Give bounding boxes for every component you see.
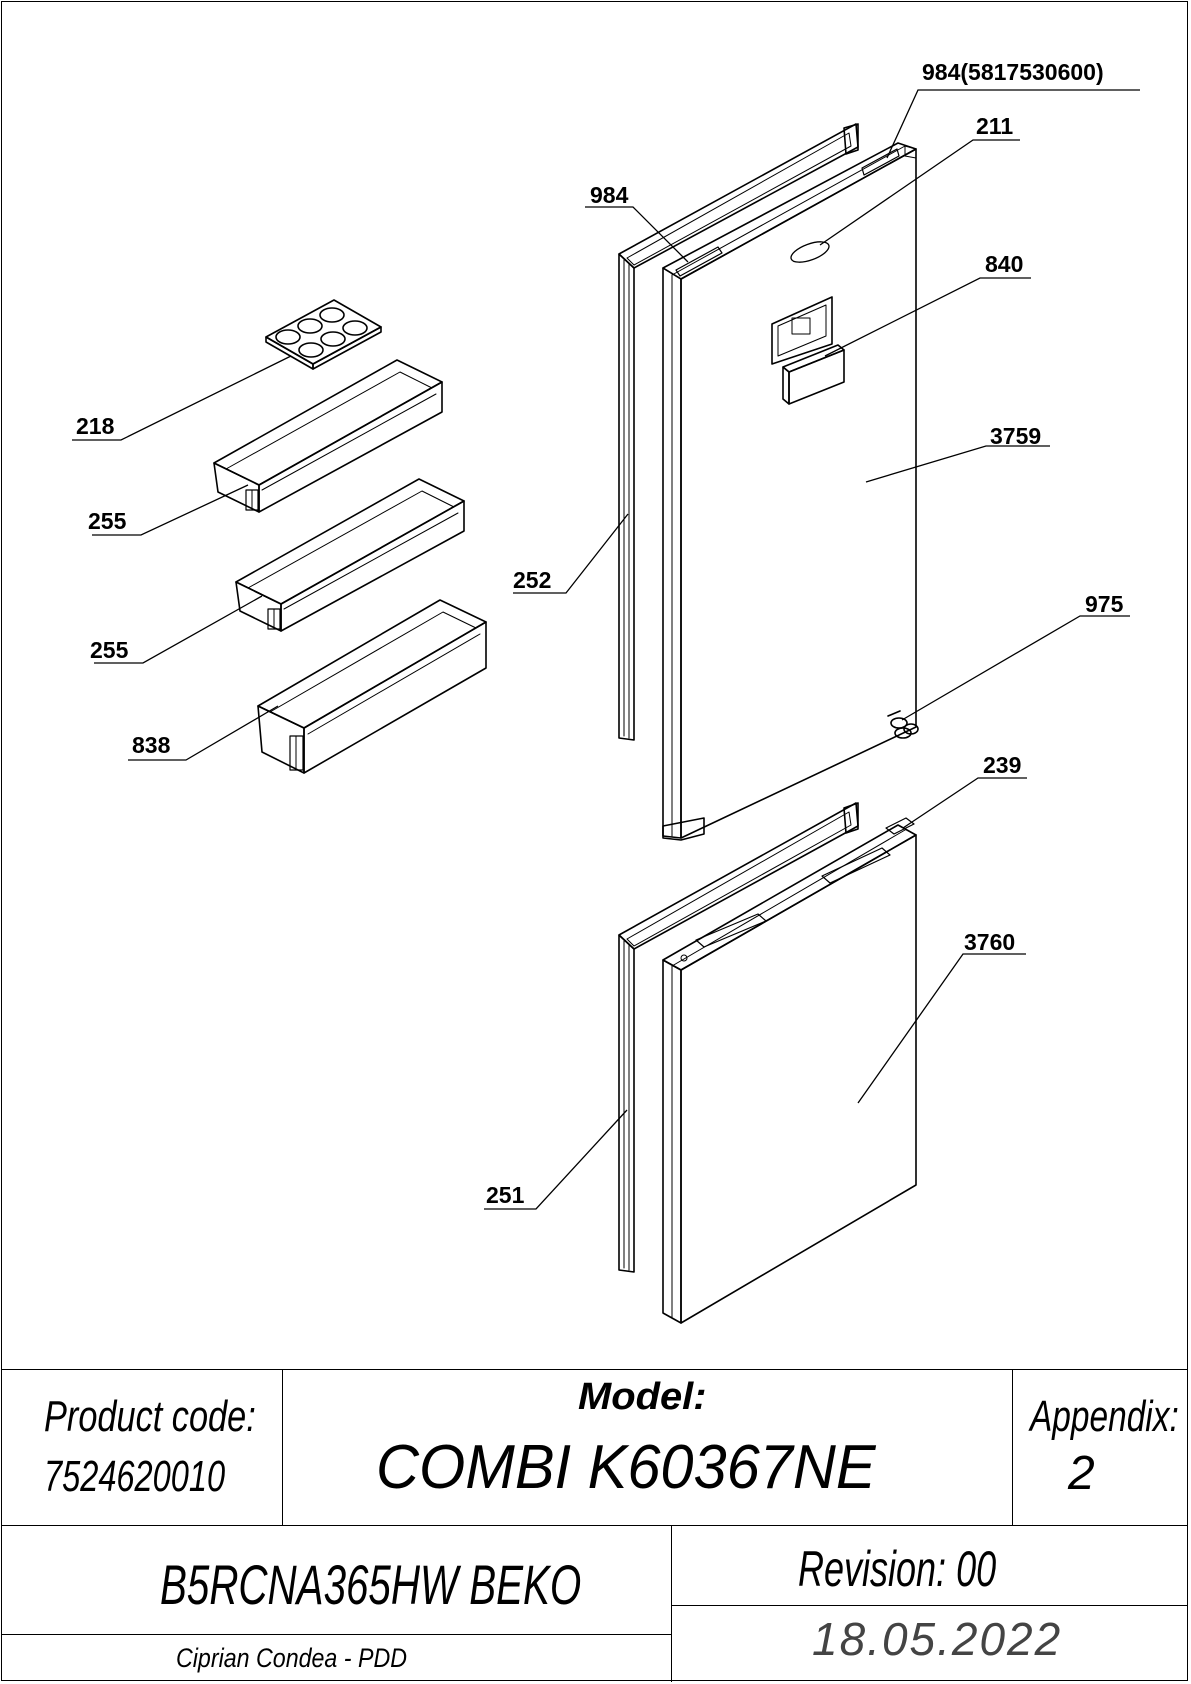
product-code-divider [282, 1369, 283, 1525]
author-rule [1, 1634, 671, 1635]
date-cell: 18.05.2022 [812, 1612, 1062, 1666]
revision-cell: Revision: 00 [798, 1540, 1073, 1598]
model-value-cell: COMBI K60367NE [376, 1432, 896, 1503]
lower-door [662, 817, 917, 1324]
appendix-label: Appendix: [1030, 1392, 1179, 1441]
leader-lines [72, 89, 1140, 1210]
label-3759: 3759 [990, 423, 1041, 449]
egg-tray [265, 299, 382, 370]
door-shelf-upper [213, 359, 443, 513]
revision-date: 18.05.2022 [812, 1613, 1063, 1665]
appendix-label-cell: Appendix: [1030, 1392, 1191, 1442]
author-name: Ciprian Condea - PDD [176, 1643, 408, 1673]
title-block-top-rule [1, 1369, 1188, 1370]
label-211: 211 [976, 113, 1013, 139]
label-255-middle: 255 [90, 637, 129, 663]
label-252: 252 [513, 567, 551, 593]
lower-door-gasket [618, 802, 859, 1273]
label-838: 838 [132, 732, 171, 758]
product-name-cell: B5RCNA365HW BEKO [160, 1552, 745, 1617]
part-labels: 984(5817530600) 211 984 840 218 3759 255… [76, 59, 1124, 1208]
label-3760: 3760 [964, 929, 1015, 955]
revision-rule [671, 1605, 1188, 1606]
upper-door-gasket [618, 123, 859, 741]
author-cell: Ciprian Condea - PDD [176, 1643, 445, 1674]
product-code-value-cell: 7524620010 [44, 1452, 289, 1502]
revision-divider [671, 1525, 672, 1682]
appendix-divider [1012, 1369, 1013, 1525]
label-255-upper: 255 [88, 508, 127, 534]
revision-value: Revision: 00 [798, 1541, 997, 1597]
model-label-cell: Model: [578, 1376, 707, 1419]
title-block-middle-rule [1, 1525, 1188, 1526]
door-shelf-middle [235, 478, 465, 632]
label-975: 975 [1085, 591, 1124, 617]
product-code-label: Product code: [44, 1392, 256, 1441]
label-251: 251 [486, 1182, 525, 1208]
label-984-long: 984(5817530600) [922, 59, 1104, 85]
model-value: COMBI K60367NE [376, 1433, 876, 1502]
appendix-value: 2 [1068, 1447, 1095, 1500]
label-984: 984 [590, 182, 629, 208]
model-label: Model: [578, 1376, 707, 1418]
label-218: 218 [76, 413, 115, 439]
product-name: B5RCNA365HW BEKO [160, 1553, 582, 1616]
upper-door [662, 142, 919, 841]
product-code-label-cell: Product code: [44, 1392, 316, 1442]
label-239: 239 [983, 752, 1021, 778]
label-840: 840 [985, 251, 1023, 277]
product-code-value: 7524620010 [44, 1452, 226, 1501]
door-shelf-bottle [257, 599, 487, 774]
appendix-value-cell: 2 [1068, 1446, 1095, 1501]
